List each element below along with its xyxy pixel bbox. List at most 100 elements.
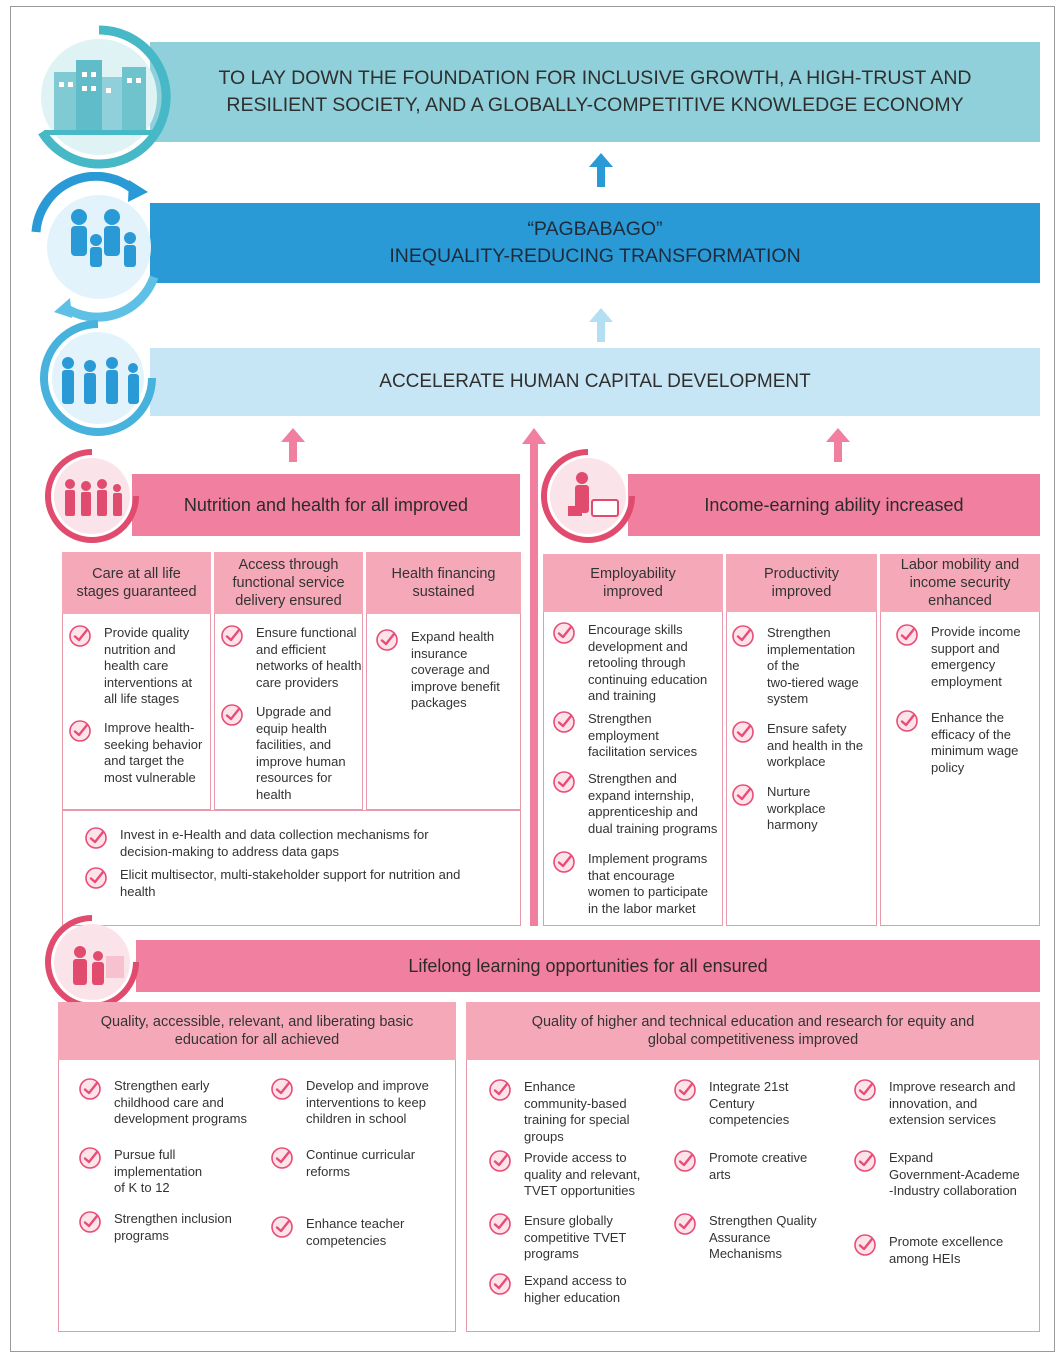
arrow-up-icon: [589, 308, 613, 342]
family-icon: [31, 172, 159, 322]
list-item: Expand Government-Academe -Industry coll…: [853, 1150, 1038, 1200]
check-icon: [674, 1079, 696, 1101]
check-icon: [69, 625, 91, 647]
check-icon: [376, 629, 398, 651]
list-item: Pursue full implementation of K to 12: [78, 1147, 258, 1197]
list-item: Invest in e-Health and data collection m…: [84, 827, 514, 860]
list-item: Provide quality nutrition and health car…: [68, 625, 208, 708]
income-title: Income-earning ability increased: [704, 494, 964, 515]
income-header: Income-earning ability increased: [628, 474, 1040, 536]
list-item: Provide access to quality and relevant, …: [488, 1150, 668, 1200]
list-item: Improve research and innovation, and ext…: [853, 1079, 1038, 1129]
list-item: Nurture workplace harmony: [731, 784, 873, 834]
arrow-up-icon: [589, 153, 613, 187]
list-item: Ensure safety and health in the workplac…: [731, 721, 873, 771]
check-icon: [553, 851, 575, 873]
list-item: Strengthen implementation of the two-tie…: [731, 625, 873, 708]
long-arrow-up-icon: [522, 428, 546, 926]
people-group-icon: [40, 320, 156, 436]
check-icon: [674, 1213, 696, 1235]
check-icon: [271, 1078, 293, 1100]
list-item: Encourage skills development and retooli…: [552, 622, 722, 705]
pillar-line-1: “PAGBABAGO”: [527, 218, 663, 240]
worker-income-icon: [541, 449, 635, 543]
strategy-band: ACCELERATE HUMAN CAPITAL DEVELOPMENT: [150, 348, 1040, 416]
check-icon: [854, 1150, 876, 1172]
check-icon: [79, 1147, 101, 1169]
check-icon: [271, 1216, 293, 1238]
list-item: Enhance community-based training for spe…: [488, 1079, 668, 1145]
check-icon: [674, 1150, 696, 1172]
list-item: Strengthen and expand internship, appren…: [552, 771, 722, 837]
income-column-3-head: Labor mobility and income security enhan…: [880, 554, 1040, 612]
list-item: Implement programs that encourage women …: [552, 851, 722, 917]
list-item: Elicit multisector, multi-stakeholder su…: [84, 867, 514, 900]
nutrition-column-1-head: Care at all life stages guaranteed: [62, 552, 211, 614]
income-column-2: [726, 554, 877, 926]
family-learning-icon: [45, 915, 139, 1009]
income-column-1-head: Employability improved: [543, 554, 723, 612]
list-item: Enhance the efficacy of the minimum wage…: [895, 710, 1037, 776]
check-icon: [489, 1079, 511, 1101]
basic-education-head: Quality, accessible, relevant, and liber…: [58, 1002, 456, 1060]
lifelong-title: Lifelong learning opportunities for all …: [408, 955, 768, 976]
check-icon: [271, 1147, 293, 1169]
check-icon: [79, 1078, 101, 1100]
check-icon: [896, 710, 918, 732]
city-icon: [38, 25, 171, 169]
list-item: Strengthen early childhood care and deve…: [78, 1078, 258, 1128]
goal-line-1: TO LAY DOWN THE FOUNDATION FOR INCLUSIVE…: [218, 67, 972, 89]
check-icon: [85, 867, 107, 889]
list-item: Provide income support and emergency emp…: [895, 624, 1037, 690]
check-icon: [732, 625, 754, 647]
nutrition-shared-box: [62, 810, 521, 926]
check-icon: [854, 1234, 876, 1256]
check-icon: [221, 625, 243, 647]
nutrition-title: Nutrition and health for all improved: [183, 494, 469, 515]
family-health-icon: [45, 449, 139, 543]
check-icon: [553, 711, 575, 733]
list-item: Expand access to higher education: [488, 1273, 668, 1306]
list-item: Ensure functional and efficient networks…: [220, 625, 362, 691]
list-item: Strengthen employment facilitation servi…: [552, 711, 722, 761]
list-item: Expand health insurance coverage and imp…: [375, 629, 517, 712]
list-item: Promote excellence among HEIs: [853, 1234, 1038, 1267]
check-icon: [896, 624, 918, 646]
list-item: Promote creative arts: [673, 1150, 843, 1183]
goal-band: TO LAY DOWN THE FOUNDATION FOR INCLUSIVE…: [150, 42, 1040, 142]
strategy-label: ACCELERATE HUMAN CAPITAL DEVELOPMENT: [379, 371, 811, 392]
nutrition-column-2-head: Access through functional service delive…: [214, 552, 363, 614]
higher-education-head: Quality of higher and technical educatio…: [466, 1002, 1040, 1060]
check-icon: [553, 622, 575, 644]
arrow-up-icon: [281, 428, 305, 462]
check-icon: [79, 1211, 101, 1233]
check-icon: [69, 720, 91, 742]
check-icon: [221, 704, 243, 726]
check-icon: [85, 827, 107, 849]
check-icon: [489, 1150, 511, 1172]
list-item: Strengthen Quality Assurance Mechanisms: [673, 1213, 843, 1263]
nutrition-column-3-head: Health financing sustained: [366, 552, 521, 614]
list-item: Improve health- seeking behavior and tar…: [68, 720, 208, 786]
check-icon: [489, 1273, 511, 1295]
check-icon: [854, 1079, 876, 1101]
goal-line-2: RESILIENT SOCIETY, AND A GLOBALLY-COMPET…: [226, 94, 964, 116]
list-item: Ensure globally competitive TVET program…: [488, 1213, 668, 1263]
check-icon: [489, 1213, 511, 1235]
check-icon: [553, 771, 575, 793]
income-column-2-head: Productivity improved: [726, 554, 877, 612]
list-item: Strengthen inclusion programs: [78, 1211, 258, 1244]
nutrition-header: Nutrition and health for all improved: [132, 474, 520, 536]
list-item: Integrate 21st Century competencies: [673, 1079, 843, 1129]
list-item: Continue curricular reforms: [270, 1147, 450, 1180]
income-column-3: [880, 554, 1040, 926]
list-item: Develop and improve interventions to kee…: [270, 1078, 450, 1128]
pillar-line-2: INEQUALITY-REDUCING TRANSFORMATION: [389, 245, 801, 267]
list-item: Upgrade and equip health facilities, and…: [220, 704, 362, 803]
check-icon: [732, 784, 754, 806]
arrow-up-icon: [826, 428, 850, 462]
list-item: Enhance teacher competencies: [270, 1216, 450, 1249]
lifelong-header: Lifelong learning opportunities for all …: [136, 940, 1040, 992]
pillar-band: “PAGBABAGO” INEQUALITY-REDUCING TRANSFORM…: [150, 203, 1040, 283]
check-icon: [732, 721, 754, 743]
